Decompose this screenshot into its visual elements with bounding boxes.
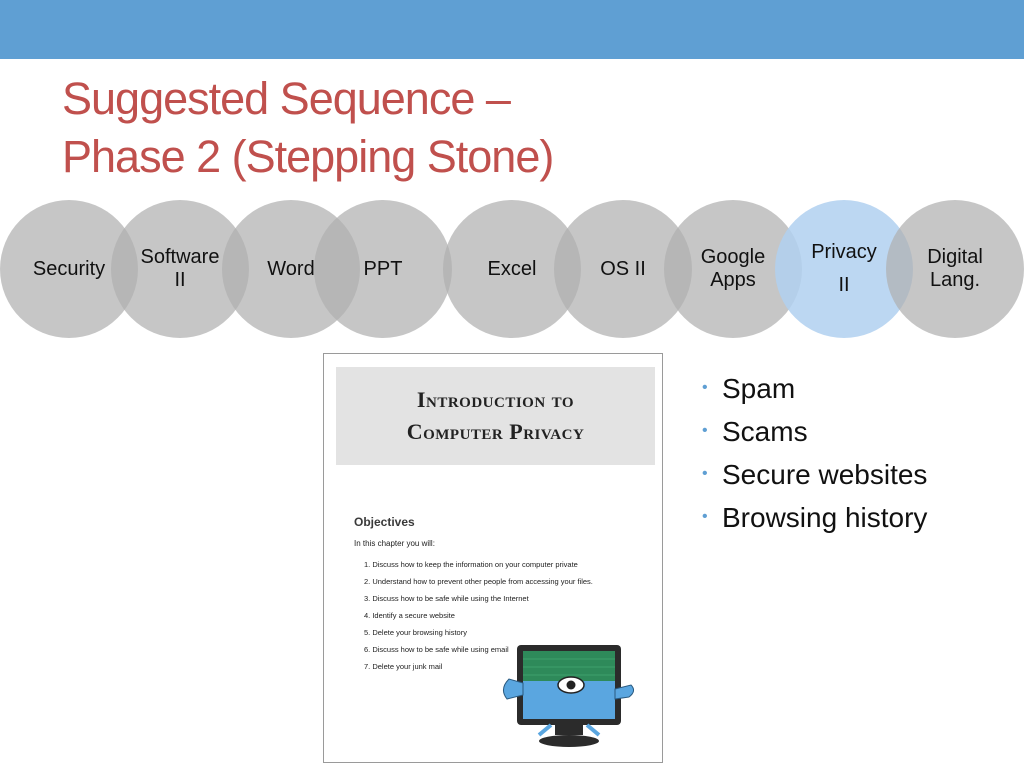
sequence-step-label: II (174, 269, 186, 291)
sequence-step-label: II (838, 274, 850, 296)
slide-title: Suggested Sequence – Phase 2 (Stepping S… (62, 70, 554, 186)
objective-item: 7. Delete your junk mail (364, 662, 443, 671)
objective-item: 6. Discuss how to be safe while using em… (364, 645, 509, 654)
sequence-step-label: Apps (710, 269, 756, 291)
bullet-item: • Secure websites (702, 454, 927, 497)
objectives-heading: Objectives (354, 515, 415, 529)
sequence-step-label: Software (140, 246, 220, 268)
bullet-text: Scams (722, 416, 808, 448)
bullet-dot-icon: • (702, 508, 708, 526)
sequence-step-ppt: PPT (314, 200, 452, 338)
bullet-text: Secure websites (722, 459, 928, 491)
sequence-step-label: Digital (927, 246, 983, 268)
bullet-text: Browsing history (722, 502, 928, 534)
bullet-dot-icon: • (702, 465, 708, 483)
bullet-item: • Spam (702, 368, 927, 411)
sequence-step-digital-lang: Digital Lang. (886, 200, 1024, 338)
topic-bullet-list: • Spam • Scams • Secure websites • Browsing … (702, 368, 927, 540)
slide-title-line-2: Phase 2 (Stepping Stone) (62, 131, 554, 182)
objective-item: 3. Discuss how to be safe while using th… (364, 594, 529, 603)
sequence-step-label: Security (32, 257, 106, 280)
objective-item: 1. Discuss how to keep the information o… (364, 560, 578, 569)
objective-item: 4. Identify a secure website (364, 611, 455, 620)
bullet-item: • Scams (702, 411, 927, 454)
document-thumbnail: Introduction to Computer Privacy Objecti… (323, 353, 663, 763)
bullet-text: Spam (722, 373, 796, 404)
sequence-step-label: Lang. (929, 269, 981, 291)
sequence-step-label: Privacy (811, 241, 877, 263)
objectives-list: 1. Discuss how to keep the information o… (364, 556, 593, 675)
sequence-step-label: OS II (600, 257, 646, 280)
document-banner: Introduction to Computer Privacy (336, 367, 655, 465)
computer-monitor-eye-icon (503, 645, 635, 747)
document-banner-line-2: Computer Privacy (406, 419, 585, 444)
header-bar (0, 0, 1024, 59)
bullet-dot-icon: • (702, 422, 708, 440)
sequence-step-label: Excel (487, 257, 537, 280)
sequence-circles: Security Software II Word PPT Excel OS I… (0, 200, 1024, 338)
sequence-step-label: Google (700, 246, 766, 268)
objective-item: 2. Understand how to prevent other peopl… (364, 577, 593, 586)
objective-item: 5. Delete your browsing history (364, 628, 467, 637)
sequence-step-label: Word (267, 257, 315, 280)
bullet-dot-icon: • (702, 379, 708, 397)
slide-title-line-1: Suggested Sequence – (62, 73, 511, 124)
bullet-item: • Browsing history (702, 497, 927, 540)
document-banner-line-1: Introduction to (416, 387, 575, 412)
objectives-intro: In this chapter you will: (354, 539, 435, 548)
sequence-step-label: PPT (363, 257, 403, 280)
